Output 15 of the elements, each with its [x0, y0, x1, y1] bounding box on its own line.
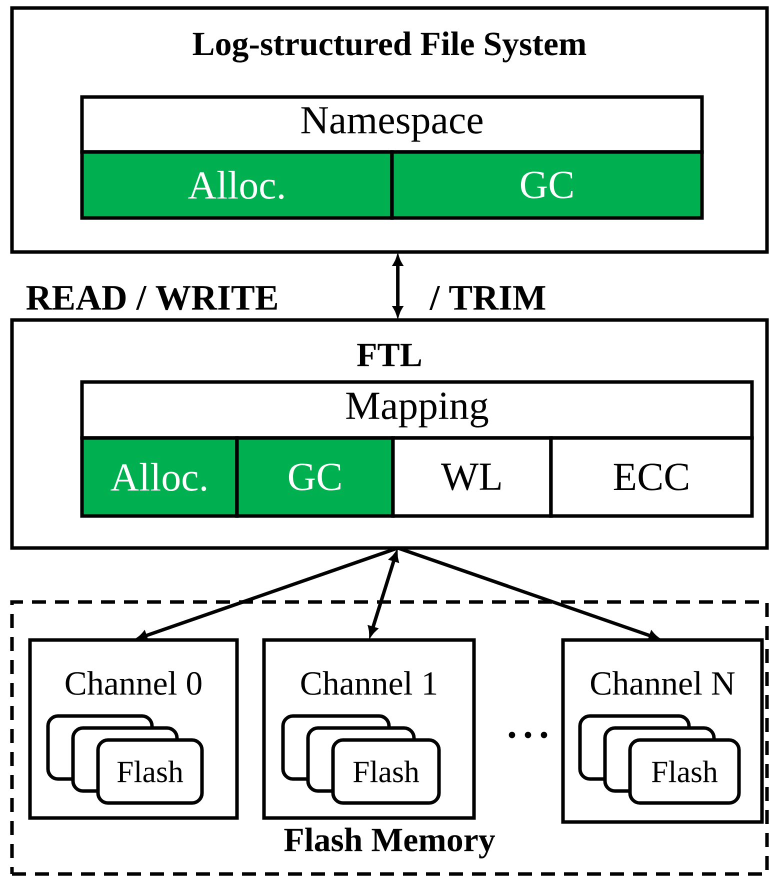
allocation-box: Alloc. — [80, 150, 394, 220]
flash-chip-stack: Flash — [578, 714, 741, 805]
gc-box: GC — [235, 436, 395, 518]
operation-label: / TRIM — [429, 286, 546, 310]
ecc-box: ECC — [549, 436, 754, 518]
gc-box: GC — [390, 150, 704, 220]
allocation-box: Alloc. — [80, 436, 239, 518]
arrow — [397, 546, 660, 640]
flash-chip-stack: Flash — [46, 714, 204, 805]
operation-label: READ / WRITE — [26, 286, 277, 310]
arrow — [136, 546, 398, 640]
flash-chip-stack: Flash — [281, 714, 441, 805]
wear-leveling-box: WL — [391, 436, 553, 518]
namespace-box: Namespace — [80, 95, 704, 154]
arrow — [368, 551, 399, 637]
